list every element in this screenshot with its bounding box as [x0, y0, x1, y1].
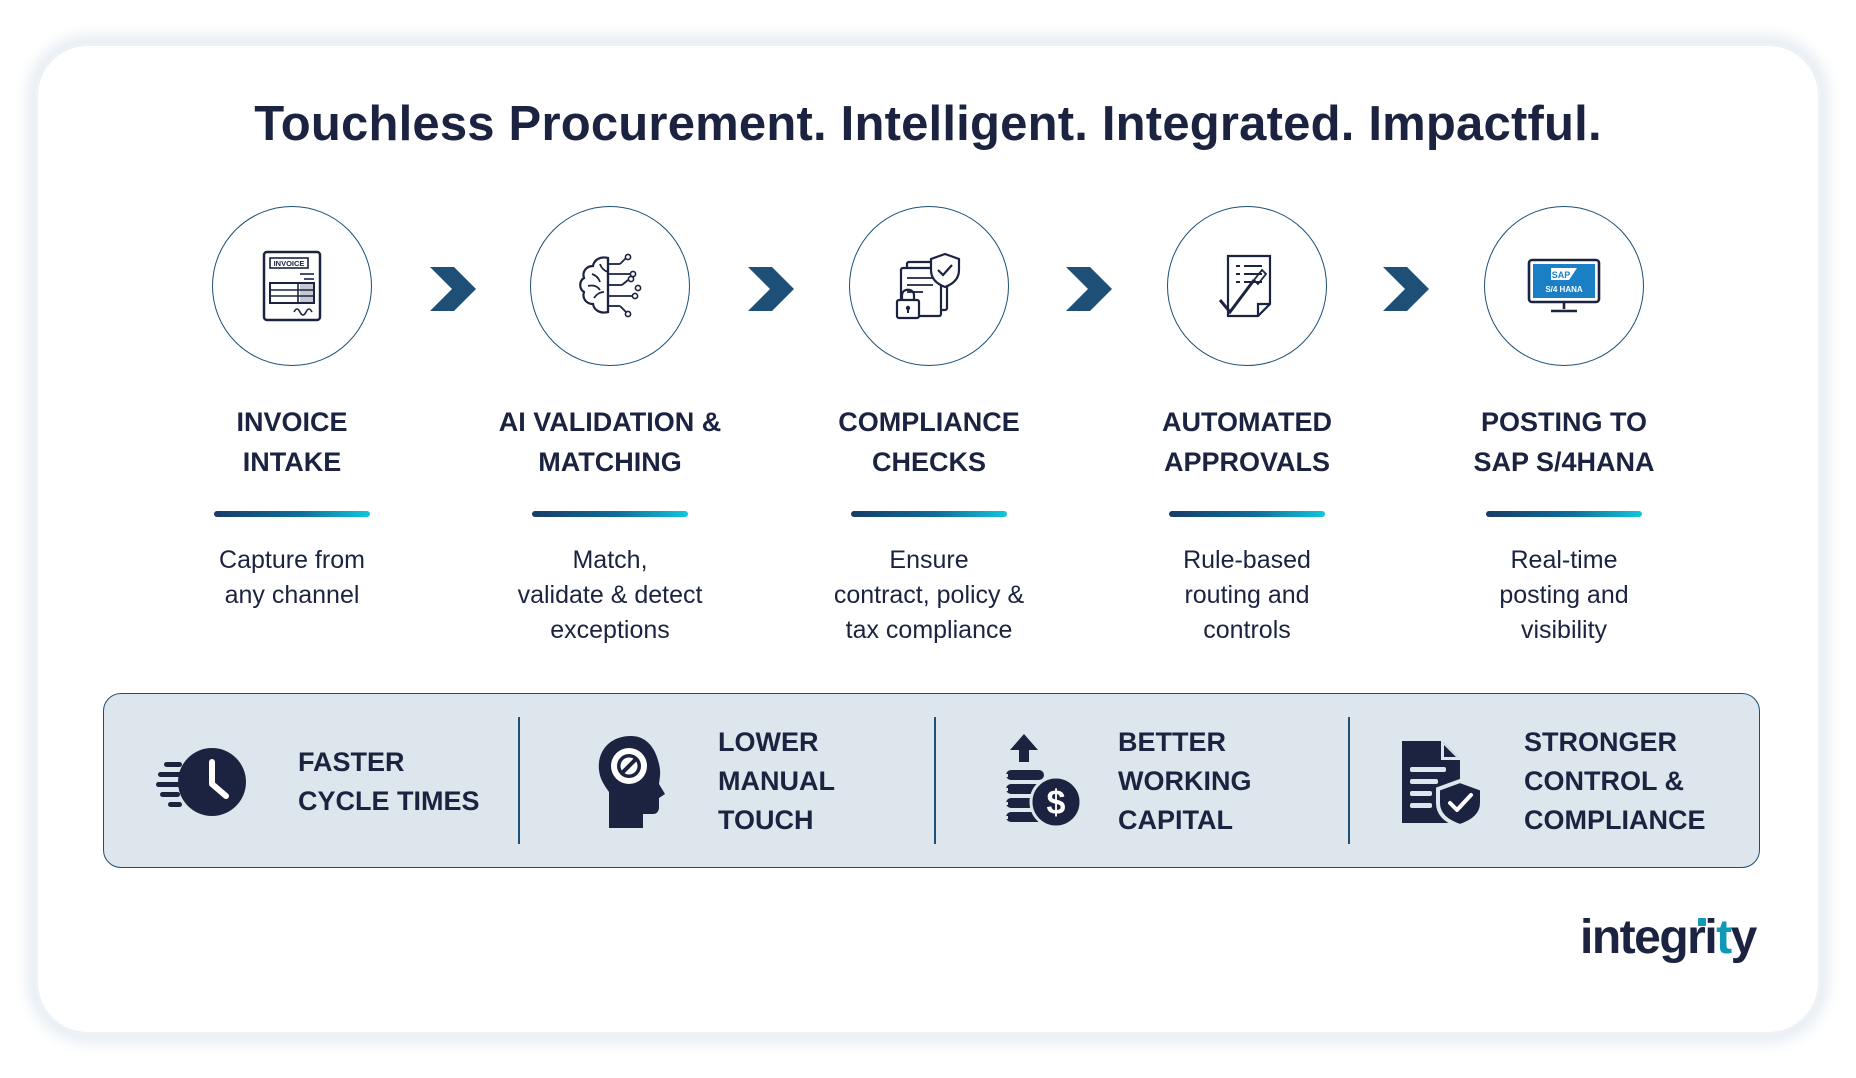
benefit-label: LOWER MANUAL TOUCH: [718, 727, 835, 835]
step-description: Capture from any channel: [219, 546, 365, 609]
benefit-icon-wrap: [1394, 734, 1490, 830]
benefit-icon-wrap: [582, 734, 678, 830]
page-title: Touchless Procurement. Intelligent. Inte…: [254, 97, 1602, 151]
benefit-better-working-capital: $ BETTER WORKING CAPITAL: [992, 694, 1251, 869]
fast-clock-icon: [156, 747, 246, 816]
step-description: Rule-based routing and controls: [1183, 546, 1311, 644]
chevron-right-icon: [1066, 267, 1112, 311]
document-shield-check-icon: [1402, 740, 1484, 827]
svg-text:$: $: [1047, 784, 1066, 822]
step-invoice-intake: INVOICE INVOICE INTAKE Capture from any …: [162, 206, 422, 613]
step-description: Match, validate & detect exceptions: [517, 546, 703, 644]
step-circle: [1167, 206, 1327, 366]
sap-monitor-icon: SAP S/4 HANA: [1527, 258, 1601, 313]
step-ai-validation: AI VALIDATION & MATCHING Match, validate…: [480, 206, 740, 648]
brand-logo-accent-mark: [1698, 918, 1706, 926]
step-circle: SAP S/4 HANA: [1484, 206, 1644, 366]
step-circle: INVOICE: [212, 206, 372, 366]
benefit-icon-wrap: $: [992, 733, 1088, 830]
benefit-icon-wrap: [156, 734, 252, 830]
benefit-divider: [1348, 717, 1350, 844]
step-title: POSTING TO SAP S/4HANA: [1473, 407, 1655, 477]
benefit-faster-cycle-times: FASTER CYCLE TIMES: [156, 694, 480, 869]
compliance-lock-shield-icon: [895, 252, 961, 320]
chevron-right-icon: [1383, 267, 1429, 311]
benefit-label: BETTER WORKING CAPITAL: [1118, 727, 1252, 835]
no-manual-head-icon: [598, 735, 665, 828]
step-posting-sap: SAP S/4 HANA POSTING TO SAP S/4HANA Real…: [1434, 206, 1694, 648]
sap-logo-text: SAP: [1552, 270, 1571, 280]
step-circle: [530, 206, 690, 366]
step-description: Ensure contract, policy & tax compliance: [833, 546, 1025, 644]
benefit-stronger-control: STRONGER CONTROL & COMPLIANCE: [1394, 694, 1706, 869]
invoice-icon: INVOICE: [262, 250, 322, 322]
approval-document-check-icon: [1218, 254, 1272, 318]
brand-logo-prefix: integri: [1580, 911, 1718, 964]
brand-logo: integrity: [1580, 910, 1760, 974]
ai-brain-icon: [579, 253, 642, 318]
step-title: INVOICE INTAKE: [236, 407, 348, 477]
benefit-label: STRONGER CONTROL & COMPLIANCE: [1524, 727, 1706, 835]
benefit-lower-manual-touch: LOWER MANUAL TOUCH: [582, 694, 835, 869]
step-title: COMPLIANCE CHECKS: [838, 407, 1020, 477]
coins-dollar-arrow-icon: $: [1002, 733, 1082, 828]
benefit-divider: [518, 717, 520, 844]
chevron-right-icon: [748, 267, 794, 311]
sap-hana-text: S/4 HANA: [1545, 285, 1583, 294]
brand-logo-accent-letter: t: [1716, 911, 1732, 964]
step-title: AUTOMATED APPROVALS: [1162, 407, 1332, 477]
chevron-right-icon: [430, 267, 476, 311]
step-underline: [851, 511, 1007, 517]
step-title: AI VALIDATION & MATCHING: [498, 407, 722, 477]
step-underline: [532, 511, 688, 517]
step-underline: [1486, 511, 1642, 517]
step-circle: [849, 206, 1009, 366]
step-description: Real-time posting and visibility: [1499, 546, 1629, 644]
brand-logo-suffix: y: [1730, 911, 1758, 964]
benefit-divider: [934, 717, 936, 844]
benefit-label: FASTER CYCLE TIMES: [298, 746, 480, 816]
step-underline: [1169, 511, 1325, 517]
step-automated-approvals: AUTOMATED APPROVALS Rule-based routing a…: [1117, 206, 1377, 648]
step-compliance-checks: COMPLIANCE CHECKS Ensure contract, polic…: [799, 206, 1059, 648]
step-underline: [214, 511, 370, 517]
benefits-panel: FASTER CYCLE TIMES LOWER MANUAL TOUCH: [103, 693, 1760, 868]
invoice-icon-text: INVOICE: [274, 259, 305, 268]
